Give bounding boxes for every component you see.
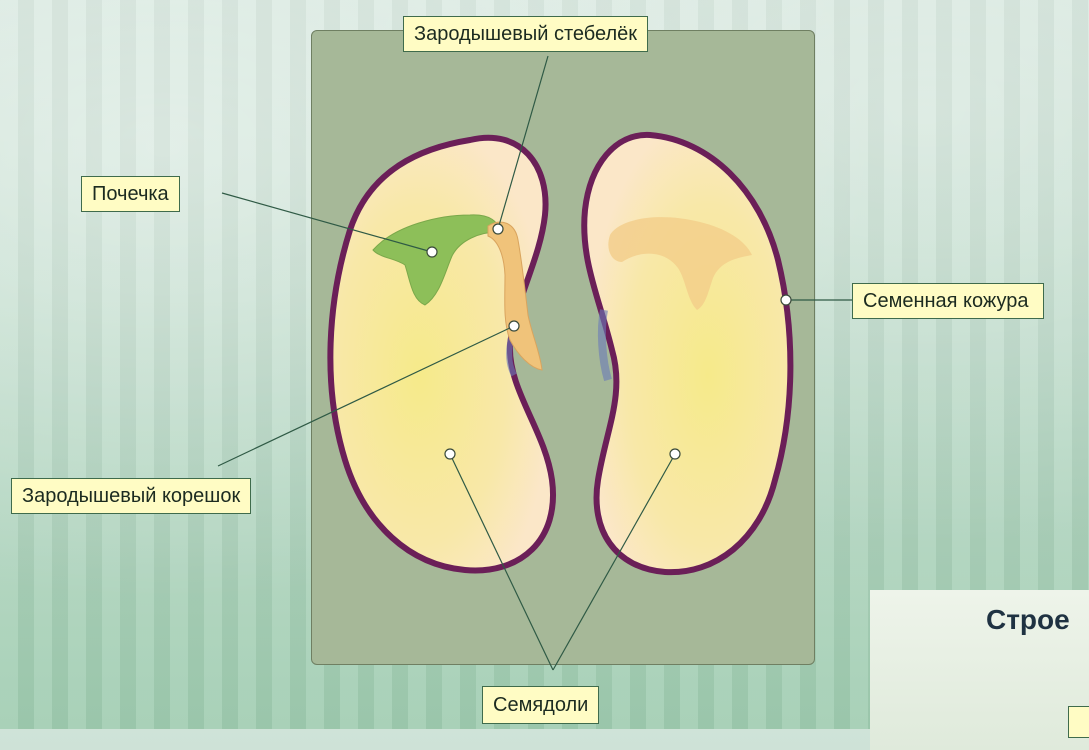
marker-koreshok bbox=[509, 321, 519, 331]
marker-kozhura bbox=[781, 295, 791, 305]
right-cotyledon bbox=[584, 135, 790, 572]
card-title: Строе bbox=[986, 604, 1070, 636]
label-kozhura: Семенная кожура bbox=[852, 283, 1044, 319]
label-stebelek: Зародышевый стебелёк bbox=[403, 16, 648, 52]
marker-stebelek bbox=[493, 224, 503, 234]
label-pochechka: Почечка bbox=[81, 176, 180, 212]
label-semyadoli: Семядоли bbox=[482, 686, 599, 724]
marker-semyadoli-left bbox=[445, 449, 455, 459]
label-koreshok: Зародышевый корешок bbox=[11, 478, 251, 514]
marker-pochechka bbox=[427, 247, 437, 257]
marker-semyadoli-right bbox=[670, 449, 680, 459]
card-label-corner bbox=[1068, 706, 1089, 738]
